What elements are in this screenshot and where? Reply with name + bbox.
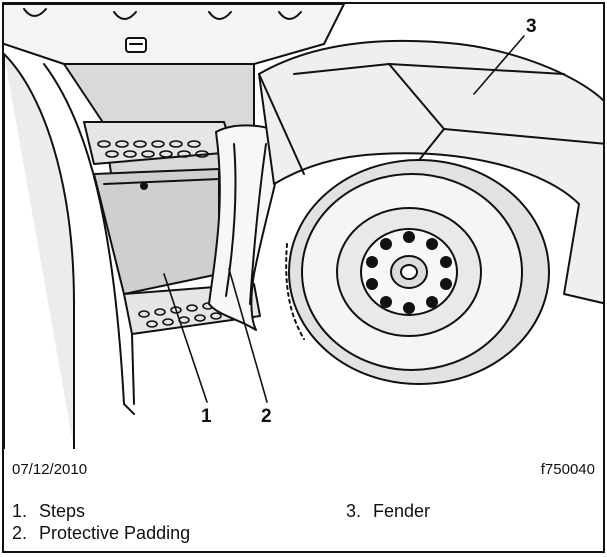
legend-number: 1.	[12, 501, 28, 521]
legend-label: Fender	[373, 501, 431, 521]
figure-id: f750040	[540, 461, 595, 478]
callout-1: 1	[201, 406, 212, 427]
legend-item-2: 2. Protective Padding	[12, 522, 190, 544]
legend-number: 3.	[346, 501, 362, 521]
legend-label: Steps	[39, 501, 86, 521]
legend-item-3: 3. Fender	[346, 500, 430, 522]
callout-3: 3	[526, 16, 537, 37]
legend-number: 2.	[12, 523, 28, 543]
legend-label: Protective Padding	[39, 523, 191, 543]
callout-2: 2	[261, 406, 272, 427]
truck-step-illustration	[4, 4, 603, 449]
figure-date: 07/12/2010	[12, 461, 88, 478]
legend-item-1: 1. Steps	[12, 500, 85, 522]
